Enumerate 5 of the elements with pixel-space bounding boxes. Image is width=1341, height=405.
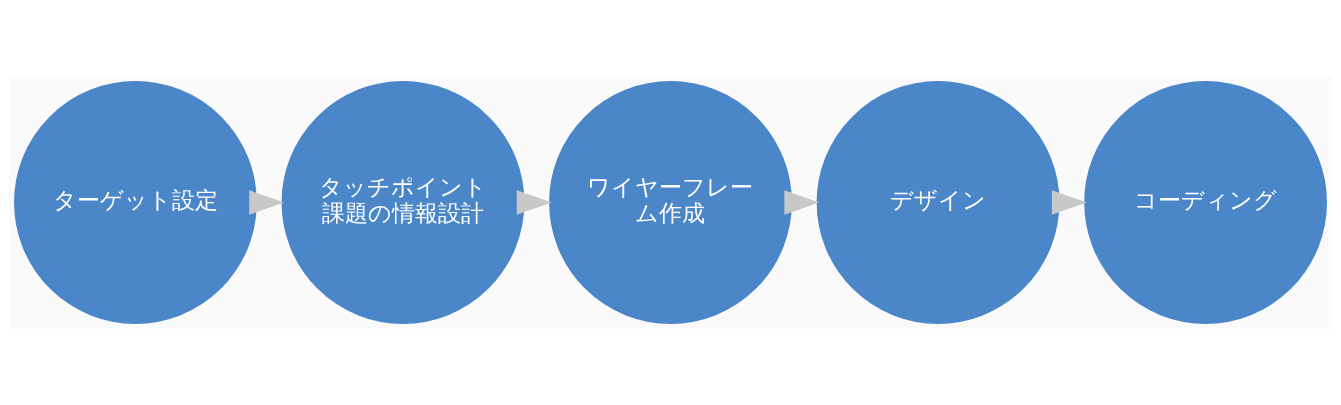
arrow: [784, 190, 820, 215]
node-circle: コーディング: [1084, 81, 1327, 324]
arrow: [516, 190, 552, 215]
arrow: [249, 190, 285, 215]
arrow: [1051, 190, 1087, 215]
